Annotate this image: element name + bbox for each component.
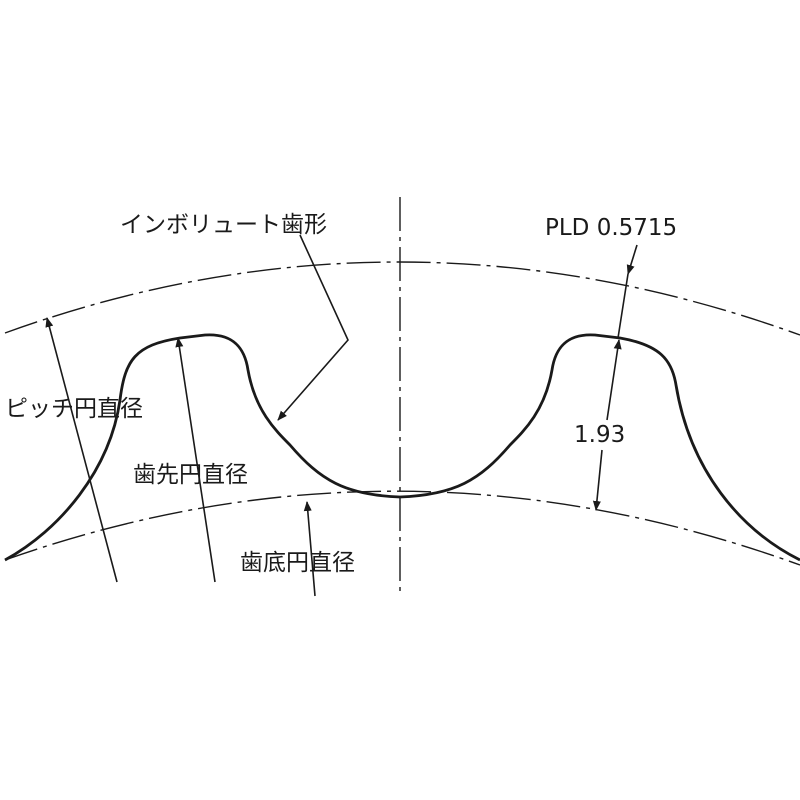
pitch-circle — [4, 261, 800, 336]
pld-label: PLD 0.5715 — [545, 215, 677, 241]
tooth-profile — [4, 333, 800, 562]
pitch-dia-label: ピッチ円直径 — [5, 396, 143, 422]
root-dia-label: 歯底円直径 — [240, 550, 355, 576]
involute-label: インボリュート歯形 — [120, 212, 327, 238]
pitch-dia-dim-line — [45, 317, 118, 583]
tip-dia-dim-line — [175, 337, 216, 583]
involute-leader — [277, 234, 349, 421]
height-dim-line-lower — [592, 449, 603, 511]
height-dim-line — [606, 339, 622, 421]
tip-dia-label: 歯先円直径 — [133, 462, 248, 488]
root-dia-dim-line — [303, 501, 316, 597]
pld-dim-line — [626, 244, 638, 275]
root-circle — [4, 490, 800, 566]
pld-extension-line — [617, 273, 629, 339]
height-label: 1.93 — [574, 422, 625, 448]
